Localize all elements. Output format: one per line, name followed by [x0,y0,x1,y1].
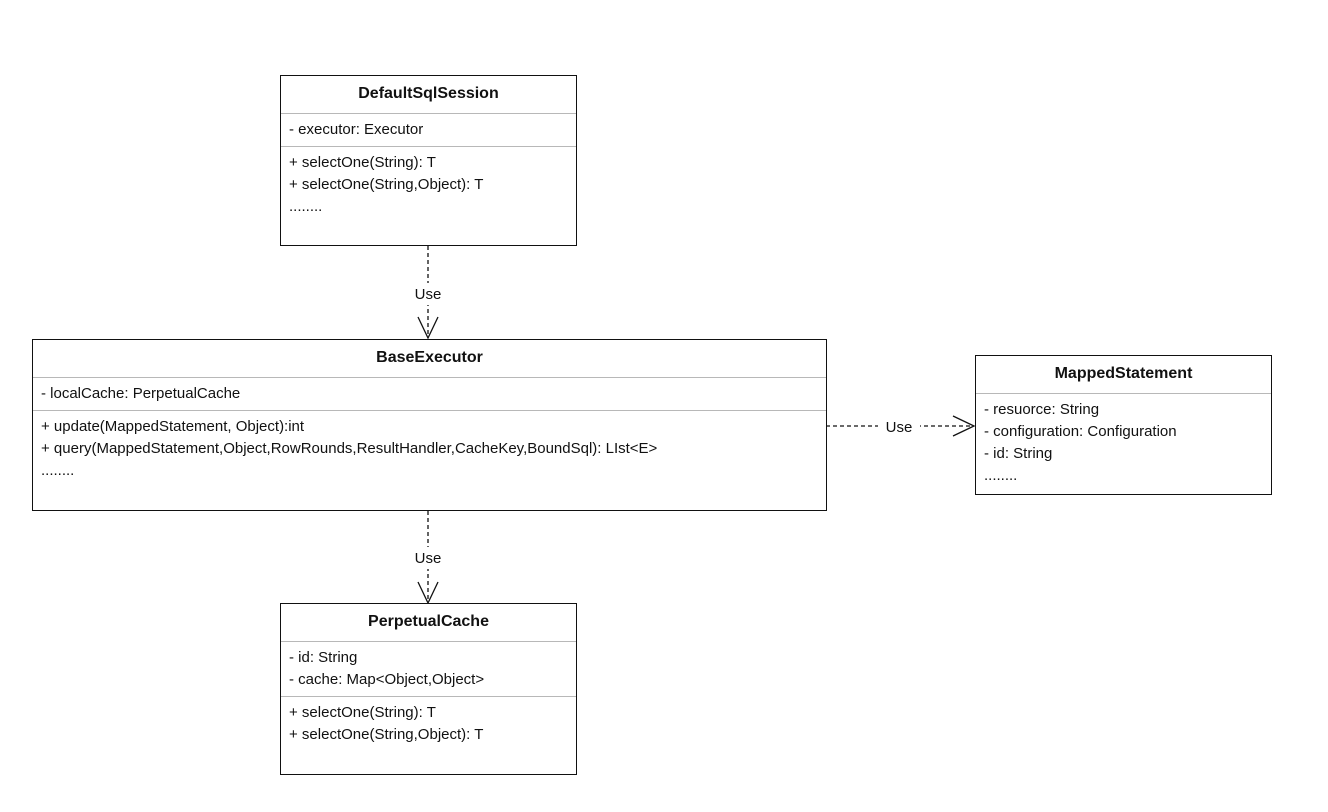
attribute: ........ [984,467,1018,484]
attribute: - localCache: PerpetualCache [41,385,241,402]
class-default-sql-session[interactable]: DefaultSqlSession - executor: Executor +… [280,75,577,246]
attribute: - id: String [984,445,1053,462]
edge-label: Use [415,550,442,567]
operation: ........ [41,462,75,479]
edge-label: Use [415,286,442,303]
operations-section: + selectOne(String): T + selectOne(Strin… [281,696,576,751]
class-base-executor[interactable]: BaseExecutor - localCache: PerpetualCach… [32,339,827,511]
operations-section: + selectOne(String): T + selectOne(Strin… [281,146,576,223]
operations-section: + update(MappedStatement, Object):int + … [33,410,826,487]
edge-executor-to-mappedstatement: Use [826,415,976,438]
operation: + update(MappedStatement, Object):int [41,418,305,435]
attribute: - resuorce: String [984,401,1100,418]
attributes-section: - id: String - cache: Map<Object,Object> [281,642,576,696]
operation: + selectOne(String): T [289,154,436,171]
attribute: - id: String [289,649,358,666]
attributes-section: - executor: Executor [281,114,576,146]
attribute: - executor: Executor [289,121,424,138]
operation: + selectOne(String,Object): T [289,726,484,743]
class-perpetual-cache[interactable]: PerpetualCache - id: String - cache: Map… [280,603,577,775]
operation: + selectOne(String,Object): T [289,176,484,193]
attributes-section: - resuorce: String - configuration: Conf… [976,394,1271,492]
edge-label: Use [886,419,913,436]
edge-sqlsession-to-executor: Use [408,246,448,340]
operation: + selectOne(String): T [289,704,436,721]
class-mapped-statement[interactable]: MappedStatement - resuorce: String - con… [975,355,1272,495]
class-name: MappedStatement [976,356,1271,394]
class-name: PerpetualCache [281,604,576,642]
class-name: DefaultSqlSession [281,76,576,114]
attribute: - cache: Map<Object,Object> [289,671,485,688]
attributes-section: - localCache: PerpetualCache [33,378,826,410]
operation: ........ [289,198,323,215]
edge-executor-to-perpetualcache: Use [408,511,448,605]
attribute: - configuration: Configuration [984,423,1177,440]
class-name: BaseExecutor [33,340,826,378]
operation: + query(MappedStatement,Object,RowRounds… [41,440,658,457]
